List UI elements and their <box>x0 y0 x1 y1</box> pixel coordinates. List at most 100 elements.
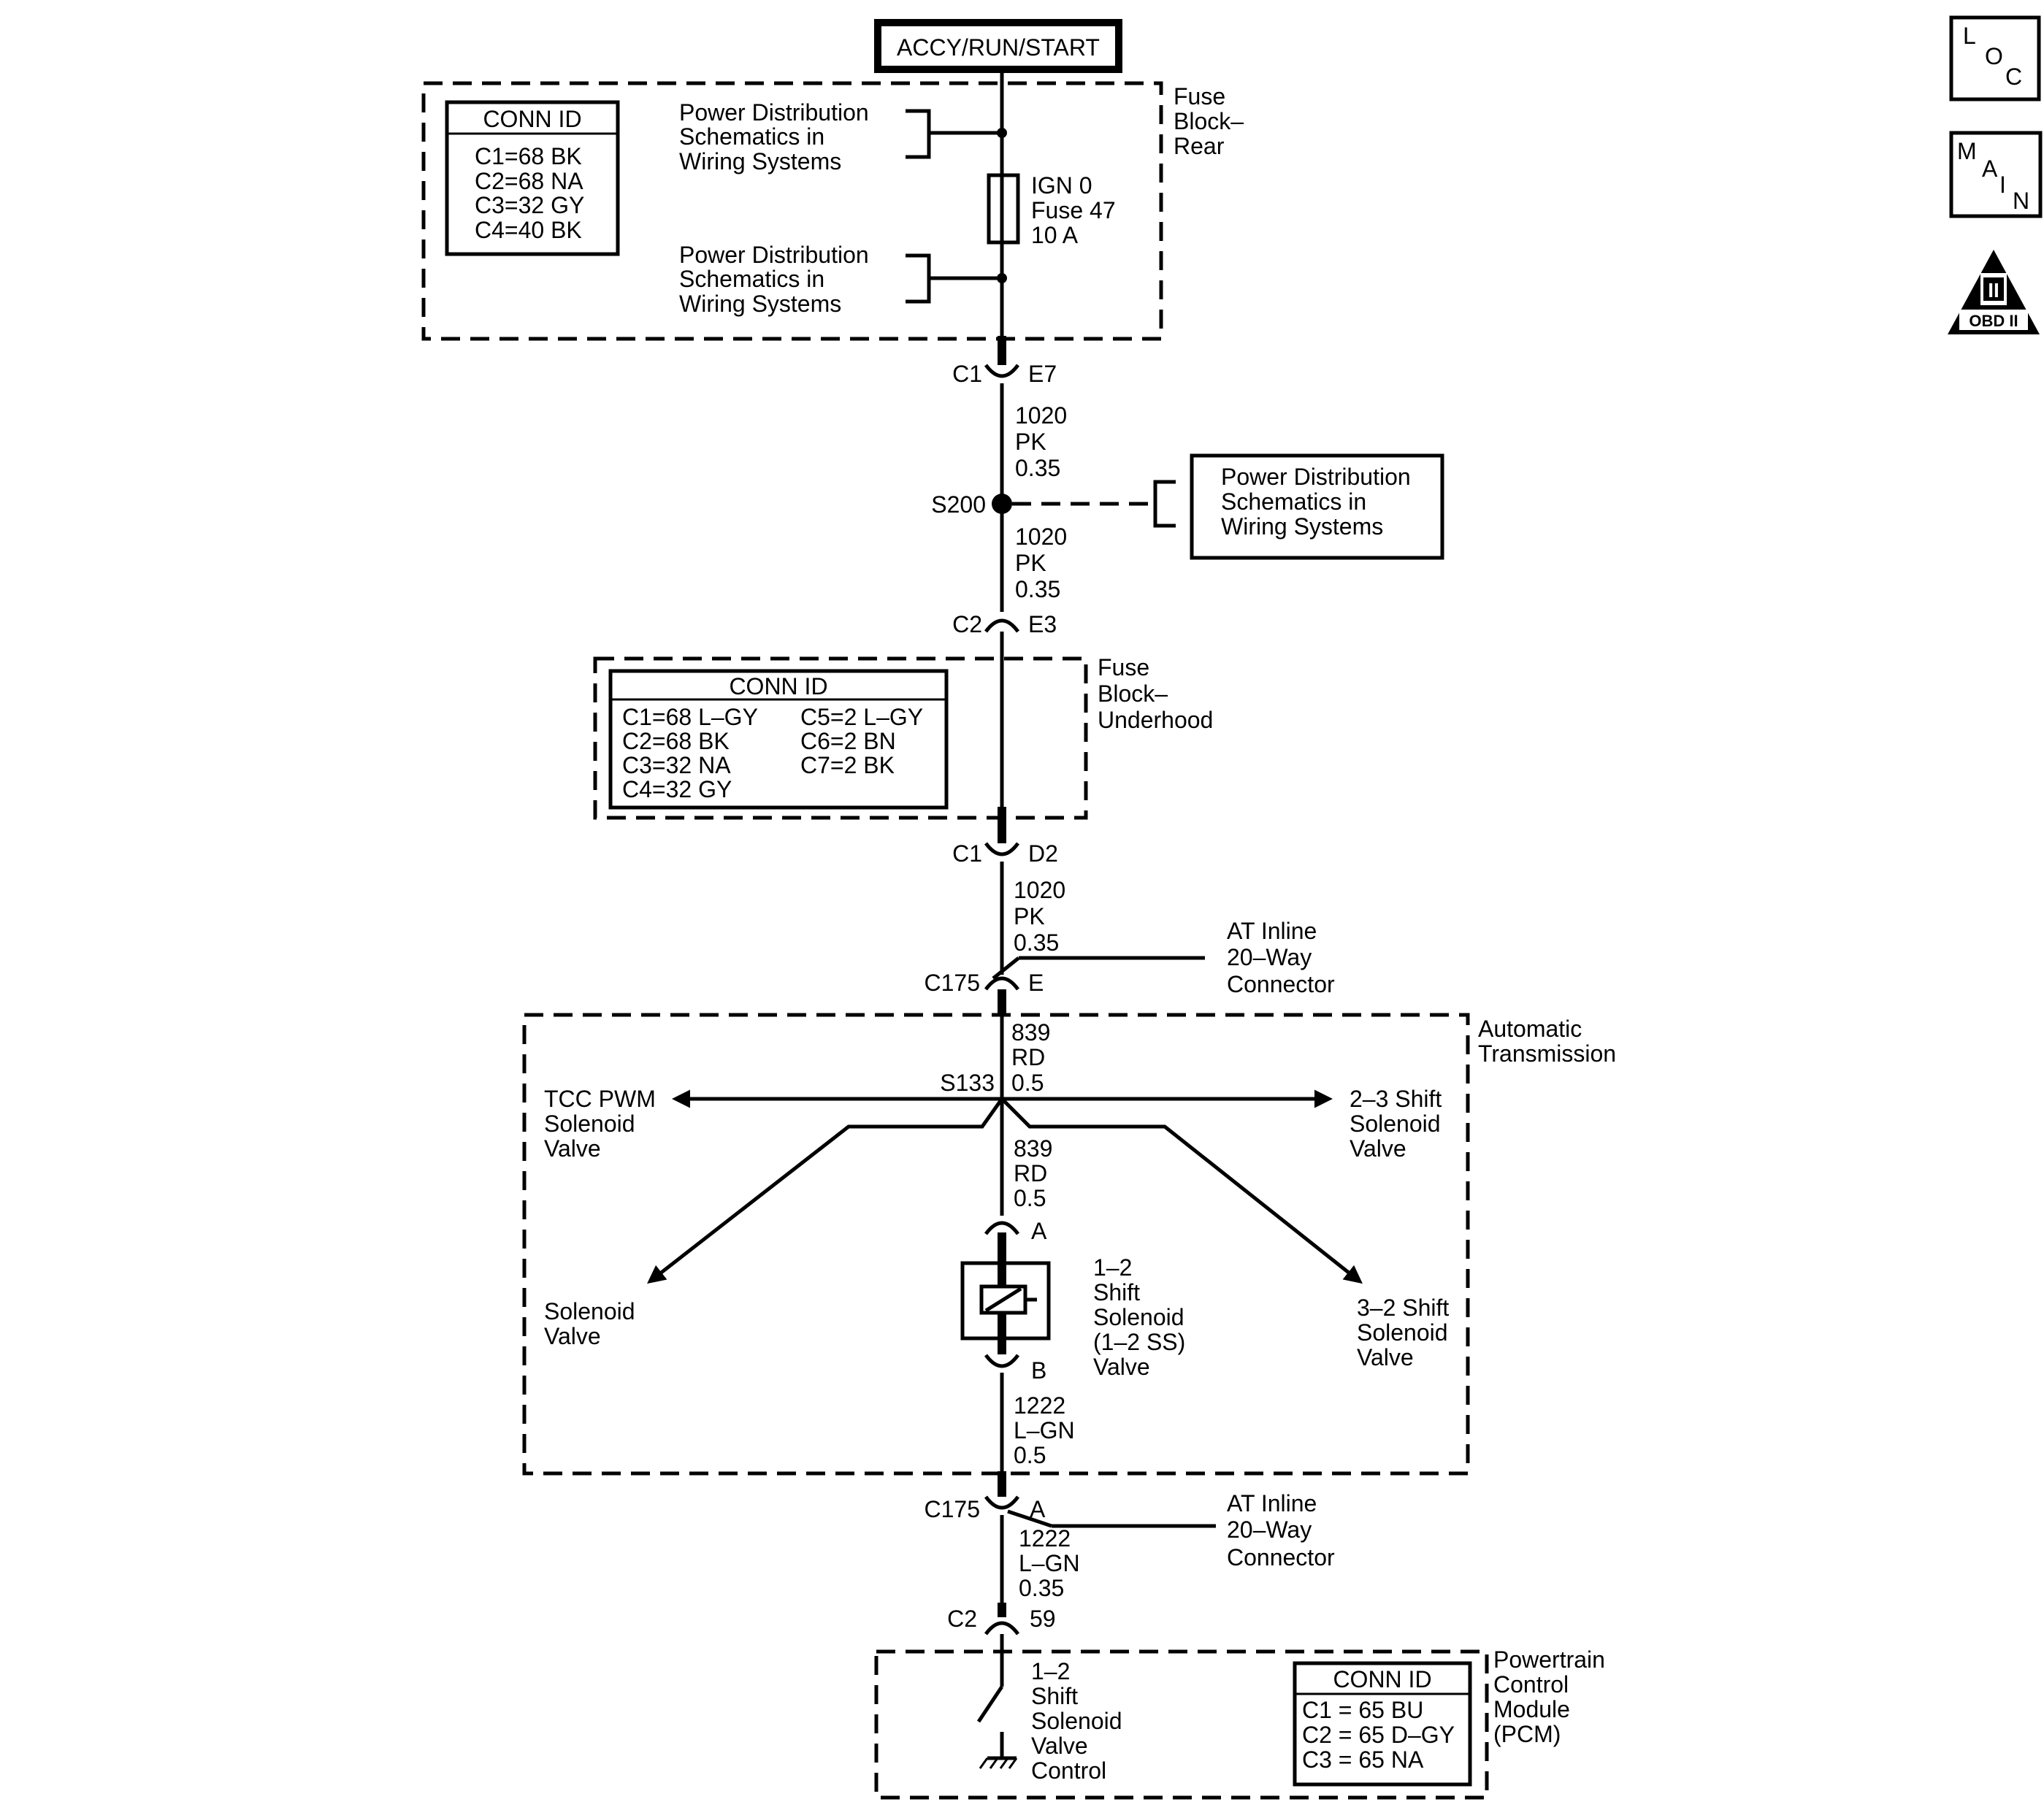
fuse-block-rear: Fuse Block– Rear CONN ID C1=68 BK C2=68 … <box>421 81 1244 341</box>
wire-label: PK <box>1015 429 1046 455</box>
conn-id-line: C2 = 65 D–GY <box>1302 1722 1455 1748</box>
fuse-block-rear-title-1: Fuse <box>1174 83 1225 110</box>
ref-text: AT Inline <box>1227 918 1317 944</box>
loc-icon-letter: O <box>1985 43 2003 69</box>
fuse-text: 10 A <box>1031 222 1079 248</box>
power-source-text: ACCY/RUN/START <box>897 34 1100 61</box>
ref-text: Schematics in <box>679 266 824 292</box>
automatic-transmission: Automatic Transmission 839 RD 0.5 S133 T… <box>522 1013 1616 1476</box>
solenoid-1-2-label: 1–2 Shift Solenoid (1–2 SS) Valve <box>1093 1254 1185 1380</box>
component-label: Valve <box>1031 1733 1088 1759</box>
component-label: Solenoid <box>1031 1708 1122 1734</box>
wire-label: RD <box>1011 1044 1045 1070</box>
wire-label: 0.35 <box>1015 576 1060 602</box>
ref-text: Connector <box>1227 1544 1335 1571</box>
wire-label: L–GN <box>1014 1417 1075 1443</box>
connector-label: E3 <box>1028 611 1057 637</box>
wire-label: 0.35 <box>1019 1575 1064 1601</box>
wire-label: PK <box>1015 550 1046 576</box>
conn-id-table-rear: CONN ID C1=68 BK C2=68 NA C3=32 GY C4=40… <box>445 100 620 256</box>
main-icon-letter: M <box>1957 138 1977 164</box>
conn-id-header: CONN ID <box>729 673 827 699</box>
component-label: Shift <box>1031 1683 1078 1709</box>
ref-text: Power Distribution <box>679 99 869 126</box>
wire-1020-b-label: 1020 PK 0.35 <box>1015 524 1067 602</box>
conn-id-line: C3=32 NA <box>622 752 731 778</box>
connector-label: 59 <box>1030 1606 1056 1632</box>
solenoid-1-2-symbol <box>960 1261 1051 1351</box>
component-label: 3–2 Shift <box>1357 1295 1449 1321</box>
ref-text: Power Distribution <box>1221 464 1411 490</box>
wire-label: 1020 <box>1014 877 1065 903</box>
wire-label: 1222 <box>1014 1392 1065 1419</box>
ref-text: Schematics in <box>679 123 824 150</box>
wire-label: PK <box>1014 903 1045 929</box>
connector-label: C1 <box>952 840 982 867</box>
ref-text: Schematics in <box>1221 488 1366 515</box>
component-label: Valve <box>1350 1135 1406 1162</box>
component-label: Solenoid <box>544 1298 635 1324</box>
main-icon[interactable]: M A I N <box>1949 131 2043 218</box>
wire-label: 0.5 <box>1014 1185 1046 1211</box>
conn-id-line: C1=68 BK <box>475 143 582 169</box>
solenoid-valve-label: Solenoid Valve <box>544 1298 635 1349</box>
power-distribution-ref-top: Power Distribution Schematics in Wiring … <box>679 99 1007 175</box>
component-label: Shift <box>1093 1279 1140 1305</box>
fuse-block-rear-title-3: Rear <box>1174 133 1225 159</box>
automatic-transmission-title: Transmission <box>1478 1040 1616 1067</box>
ref-text: Wiring Systems <box>1221 513 1383 540</box>
pcm-title: Powertrain <box>1493 1646 1605 1673</box>
component-label: Control <box>1031 1757 1106 1784</box>
splice-s200: S200 Power Distribution Schematics in Wi… <box>931 453 1444 560</box>
wire-label: 1020 <box>1015 402 1067 429</box>
connector-c2-59: C2 59 <box>947 1606 1056 1635</box>
shift-2-3-solenoid-label: 2–3 Shift Solenoid Valve <box>1350 1086 1442 1162</box>
conn-id-line: C3 = 65 NA <box>1302 1746 1424 1773</box>
splice-label: S133 <box>940 1070 995 1096</box>
ref-text: Connector <box>1227 971 1335 997</box>
wire-label: L–GN <box>1019 1550 1080 1576</box>
automatic-transmission-title: Automatic <box>1478 1016 1582 1042</box>
conn-id-header: CONN ID <box>483 106 581 132</box>
wire-1020-c-label: 1020 PK 0.35 <box>1014 877 1065 956</box>
ref-text: AT Inline <box>1227 1490 1317 1516</box>
connector-label: C2 <box>952 611 982 637</box>
wire-label: 1020 <box>1015 524 1067 550</box>
connector-label: E <box>1028 970 1044 996</box>
connector-label: C2 <box>947 1606 977 1632</box>
wire-1020-a-label: 1020 PK 0.35 <box>1015 402 1067 481</box>
conn-id-line: C4=40 BK <box>475 217 582 243</box>
connector-label: C175 <box>925 970 981 996</box>
connector-label: D2 <box>1028 840 1058 867</box>
fuse-block-underhood: Fuse Block– Underhood CONN ID C1=68 L–GY… <box>593 654 1213 820</box>
component-label: TCC PWM <box>544 1086 656 1112</box>
s133-branches <box>647 1089 1363 1284</box>
loc-icon-letter: C <box>2005 64 2022 90</box>
power-distribution-ref-bottom: Power Distribution Schematics in Wiring … <box>679 242 1007 317</box>
connector-c2-e3: C2 E3 <box>952 611 1057 637</box>
conn-id-line: C5=2 L–GY <box>800 704 923 730</box>
main-icon-letter: I <box>1999 172 2006 198</box>
connector-label: A <box>1030 1496 1046 1522</box>
conn-id-header: CONN ID <box>1333 1666 1431 1692</box>
conn-id-line: C4=32 GY <box>622 776 732 802</box>
component-label: Valve <box>1357 1344 1414 1370</box>
ref-text: 20–Way <box>1227 1516 1312 1543</box>
connector-c175-a: C175 A AT Inline 20–Way Connector <box>925 1490 1335 1571</box>
connector-c175-e: C175 E AT Inline 20–Way Connector <box>925 918 1335 997</box>
shift-3-2-solenoid-label: 3–2 Shift Solenoid Valve <box>1357 1295 1449 1370</box>
fuse-block-underhood-title: Block– <box>1098 680 1168 707</box>
connector-label: E7 <box>1028 361 1057 387</box>
obd-ii-icon[interactable]: II OBD II <box>1948 250 2040 334</box>
component-label: Solenoid <box>1350 1111 1441 1137</box>
component-label: Solenoid <box>1357 1319 1448 1346</box>
component-label: Valve <box>544 1323 601 1349</box>
component-label: Valve <box>1093 1354 1150 1380</box>
wire-label: 0.35 <box>1015 455 1060 481</box>
loc-icon[interactable]: L O C <box>1949 15 2041 101</box>
fuse-47: IGN 0 Fuse 47 10 A <box>987 172 1116 248</box>
connector-c1-e7: C1 E7 <box>952 361 1057 387</box>
fuse-block-rear-title-2: Block– <box>1174 108 1244 134</box>
wire-label: 839 <box>1011 1019 1050 1046</box>
